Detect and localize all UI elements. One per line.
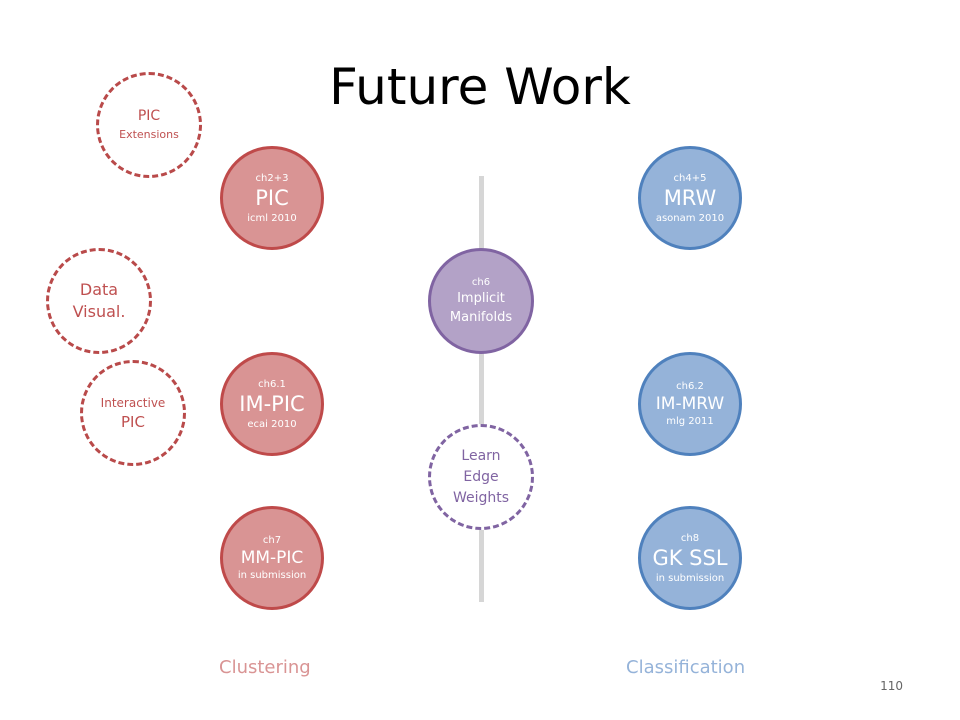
node-venue: mlg 2011 — [666, 416, 714, 427]
future-interactive-pic: Interactive PIC — [80, 360, 186, 466]
classification-label: Classification — [626, 657, 746, 678]
node-chapter: ch4+5 — [673, 172, 707, 184]
center-divider-bottom — [479, 530, 484, 602]
node-title: IM-PIC — [239, 391, 305, 416]
center-divider-middle — [479, 350, 484, 428]
node-venue: in submission — [655, 572, 725, 584]
node-im-pic: ch6.1 IM-PIC ecai 2010 — [220, 352, 324, 456]
node-chapter: ch7 — [262, 535, 282, 546]
future-line2: PIC — [121, 413, 145, 431]
future-line2: Edge — [463, 468, 499, 485]
node-chapter: ch2+3 — [255, 172, 289, 184]
future-line2: Extensions — [119, 128, 179, 141]
future-line3: Weights — [452, 489, 510, 506]
page-number: 110 — [880, 679, 903, 693]
page-title: Future Work — [329, 58, 631, 116]
future-line1: PIC — [137, 108, 161, 124]
node-im-mrw: ch6.2 IM-MRW mlg 2011 — [638, 352, 742, 456]
node-title: GK SSL — [652, 545, 728, 570]
node-title-line1: Implicit — [457, 290, 505, 306]
clustering-label: Clustering — [219, 657, 311, 678]
future-data-visual: Data Visual. — [46, 248, 152, 354]
future-line2: Visual. — [72, 302, 126, 321]
node-chapter: ch6.2 — [676, 381, 704, 392]
node-title: MM-PIC — [240, 548, 304, 568]
node-venue: asonam 2010 — [655, 212, 725, 224]
node-venue: icml 2010 — [247, 212, 297, 224]
node-pic: ch2+3 PIC icml 2010 — [220, 146, 324, 250]
node-gk-ssl: ch8 GK SSL in submission — [638, 506, 742, 610]
node-venue: ecai 2010 — [247, 418, 297, 430]
node-implicit-manifolds: ch6 Implicit Manifolds — [428, 248, 534, 354]
future-pic-extensions: PIC Extensions — [96, 72, 202, 178]
node-title: IM-MRW — [655, 394, 725, 414]
node-mrw: ch4+5 MRW asonam 2010 — [638, 146, 742, 250]
node-chapter: ch6 — [471, 276, 491, 288]
node-title-line2: Manifolds — [449, 309, 513, 325]
node-title: MRW — [663, 185, 717, 210]
node-title: PIC — [255, 185, 289, 210]
future-line1: Interactive — [100, 396, 166, 410]
future-line1: Learn — [461, 447, 501, 464]
node-venue: in submission — [237, 570, 307, 581]
center-divider-top — [479, 176, 484, 252]
node-chapter: ch8 — [680, 532, 700, 544]
node-mm-pic: ch7 MM-PIC in submission — [220, 506, 324, 610]
node-chapter: ch6.1 — [258, 378, 286, 390]
future-line1: Data — [79, 280, 119, 299]
future-learn-edge-weights: Learn Edge Weights — [428, 424, 534, 530]
